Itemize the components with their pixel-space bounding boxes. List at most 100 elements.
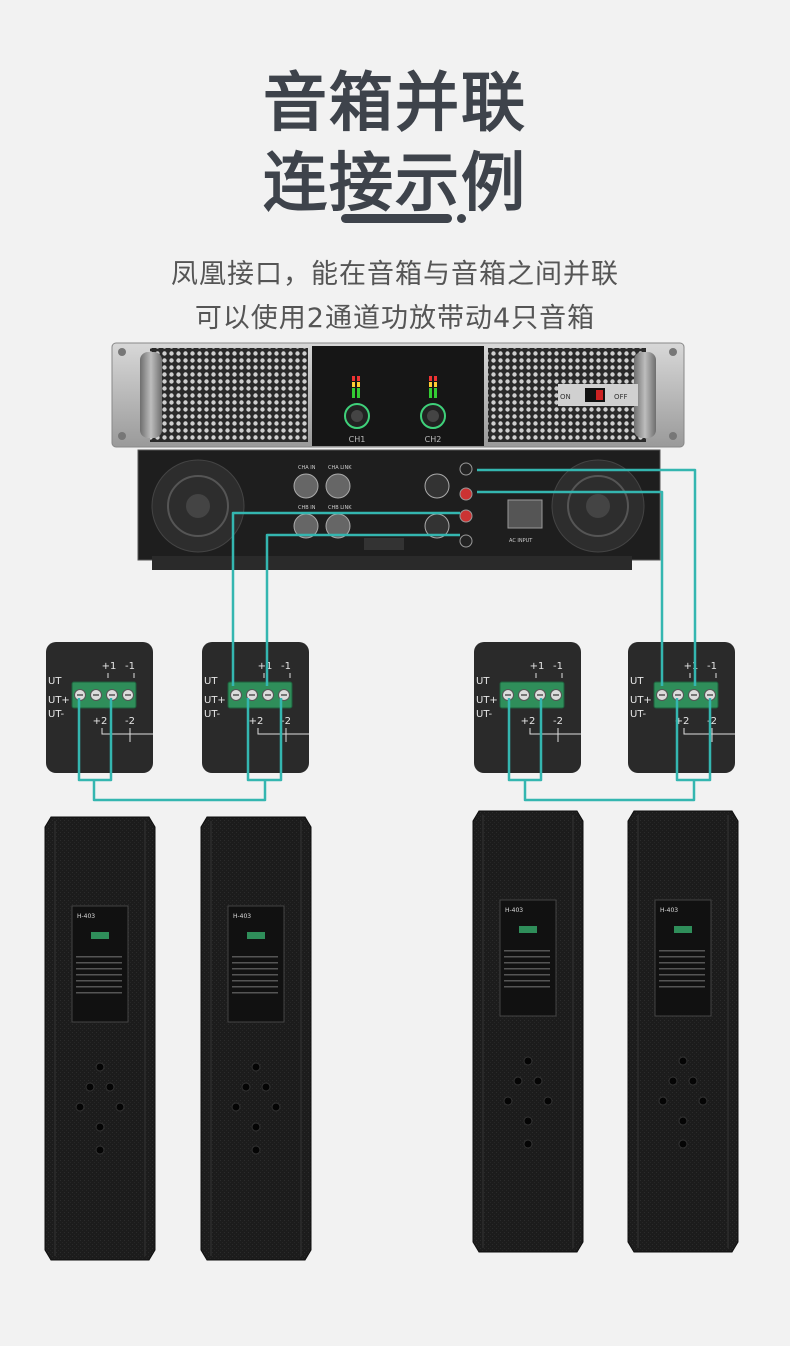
terminal-pin-plus1-label: +1 — [684, 661, 699, 672]
ch2-label: CH2 — [425, 435, 442, 444]
terminal-out-minus-label: UT- — [630, 709, 647, 720]
amplifier-rear: CHA IN CHA LINK CHB IN CHB LINK AC INPUT — [137, 449, 661, 570]
mounting-hole — [503, 1096, 513, 1106]
mounting-hole — [231, 1102, 241, 1112]
chb-link-label: CHB LINK — [328, 505, 352, 511]
terminal-out-minus-label: UT- — [476, 709, 493, 720]
mounting-hole — [261, 1082, 271, 1092]
wire-ch1-negative — [477, 490, 664, 686]
page-title-line-1: 音箱并联 — [263, 67, 527, 141]
ac-socket — [507, 499, 543, 529]
terminal-out-plus-label: UT+ — [476, 695, 498, 706]
page-title-line-2: 连接示例 — [263, 147, 527, 221]
speaker-label-plate: H-403 — [654, 899, 712, 1017]
terminal-pin-plus1-label: +1 — [102, 661, 117, 672]
terminal-panels: UTUT+UT-+1-1+2-2UTUT+UT-+1-1+2-2UTUT+UT-… — [46, 642, 735, 773]
subtitle-line-1: 凤凰接口，能在音箱与音箱之间并联 — [171, 259, 619, 290]
mounting-hole — [251, 1122, 261, 1132]
mounting-hole — [271, 1102, 281, 1112]
terminal-out-label: UT — [630, 676, 644, 687]
terminal-out-minus-label: UT- — [204, 709, 221, 720]
mounting-hole — [688, 1076, 698, 1086]
terminal-pin-minus2-label: -2 — [553, 716, 563, 727]
terminal-pin-plus2-label: +2 — [521, 716, 536, 727]
mounting-hole — [658, 1096, 668, 1106]
ch1-level-meter — [352, 376, 360, 398]
mounting-hole — [678, 1056, 688, 1066]
title-underline — [341, 214, 452, 223]
mounting-hole — [523, 1116, 533, 1126]
cha-in-xlr — [293, 473, 319, 499]
amplifier-front: CH1 CH2 ON OFF — [111, 342, 685, 448]
cha-link-xlr — [325, 473, 351, 499]
ch1-label: CH1 — [349, 435, 366, 444]
title-underline-dot — [457, 214, 466, 223]
wire-left-parallel-link — [92, 780, 267, 802]
mounting-hole — [115, 1102, 125, 1112]
mounting-hole — [513, 1076, 523, 1086]
phoenix-connector — [653, 681, 719, 709]
mounting-hole — [95, 1062, 105, 1072]
ch2-level-meter — [429, 376, 437, 398]
wire-ch1-positive — [477, 468, 697, 686]
mounting-hole — [95, 1122, 105, 1132]
terminal-out-label: UT — [48, 676, 62, 687]
terminal-pin-minus2-label: -2 — [281, 716, 291, 727]
speaker-4: H-403 — [627, 810, 739, 1253]
mounting-hole — [241, 1082, 251, 1092]
wire-ch2-negative — [265, 533, 460, 686]
phoenix-connector — [227, 681, 293, 709]
cha-in-label: CHA IN — [298, 465, 316, 471]
switch-off-label: OFF — [614, 393, 628, 401]
binding-posts — [459, 462, 473, 548]
terminal-pin-minus2-label: -2 — [707, 716, 717, 727]
terminal-out-label: UT — [204, 676, 218, 687]
chb-in-label: CHB IN — [298, 505, 316, 511]
switch-on-label: ON — [560, 393, 571, 401]
terminal-pin-minus1-label: -1 — [707, 661, 717, 672]
terminal-pin-plus2-label: +2 — [249, 716, 264, 727]
mounting-hole — [678, 1139, 688, 1149]
dip-switches — [364, 538, 404, 550]
terminal-pin-plus1-label: +1 — [530, 661, 545, 672]
mounting-hole — [105, 1082, 115, 1092]
speaker-label-plate: H-403 — [227, 905, 285, 1023]
ac-input-label: AC INPUT — [509, 538, 533, 544]
speaker-2: H-403 — [200, 816, 312, 1261]
phoenix-connector — [71, 681, 137, 709]
speaker-model-label: H-403 — [233, 913, 251, 920]
right-handle — [634, 352, 656, 438]
mounting-hole — [523, 1056, 533, 1066]
mounting-hole — [75, 1102, 85, 1112]
terminal-out-label: UT — [476, 676, 490, 687]
subtitle-line-2: 可以使用2通道功放带动4只音箱 — [194, 303, 596, 334]
terminal-out-plus-label: UT+ — [48, 695, 70, 706]
wire-ch2-positive — [231, 511, 460, 686]
speakon-output-1 — [424, 473, 450, 499]
mounting-hole — [523, 1139, 533, 1149]
speaker-3: H-403 — [472, 810, 584, 1253]
mounting-hole — [678, 1116, 688, 1126]
mounting-hole — [698, 1096, 708, 1106]
speaker-model-label: H-403 — [505, 907, 523, 914]
mounting-hole — [95, 1145, 105, 1155]
terminal-pin-minus1-label: -1 — [553, 661, 563, 672]
mounting-hole — [251, 1062, 261, 1072]
terminal-out-minus-label: UT- — [48, 709, 65, 720]
cha-link-label: CHA LINK — [328, 465, 352, 471]
speaker-model-label: H-403 — [77, 913, 95, 920]
terminal-pin-minus1-label: -1 — [281, 661, 291, 672]
mounting-hole — [543, 1096, 553, 1106]
terminal-out-plus-label: UT+ — [630, 695, 652, 706]
speaker-label-plate: H-403 — [499, 899, 557, 1017]
terminal-pin-plus2-label: +2 — [93, 716, 108, 727]
wiring — [77, 468, 712, 802]
terminal-pin-minus1-label: -1 — [125, 661, 135, 672]
wire-right-parallel-link — [523, 780, 696, 802]
speaker-label-plate: H-403 — [71, 905, 129, 1023]
